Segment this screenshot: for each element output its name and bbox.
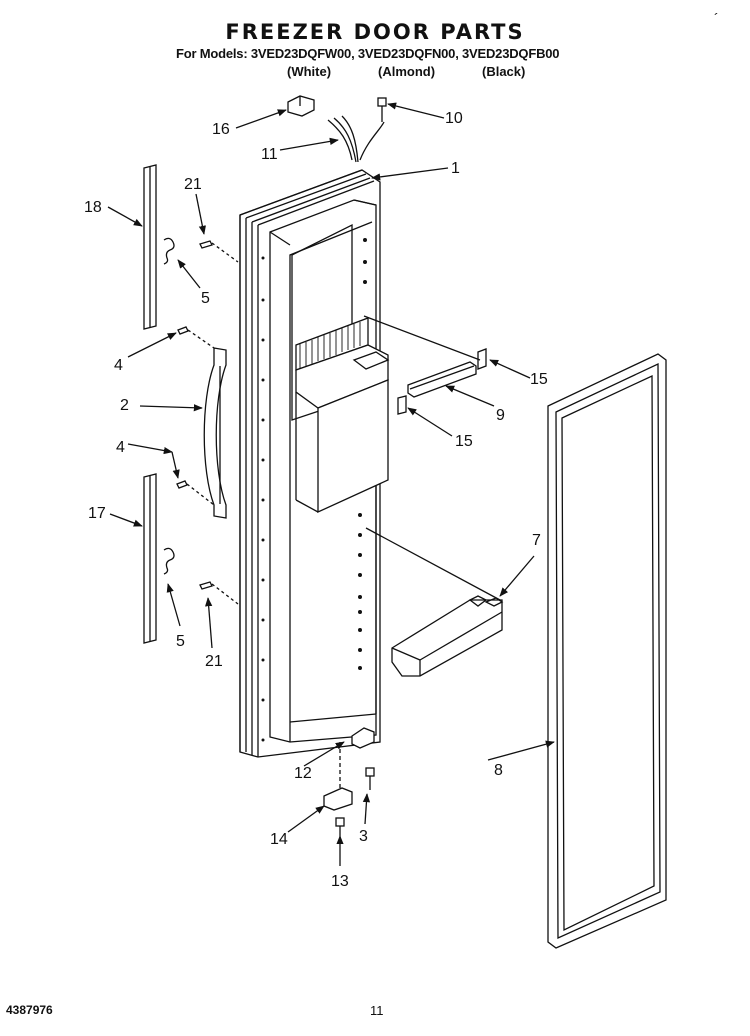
callout-14: 14: [270, 831, 288, 848]
door-bin-7: [391, 595, 504, 677]
callout-15-lower: 15: [455, 433, 473, 450]
callout-17: 17: [88, 505, 106, 522]
trim-clip-lower: [163, 547, 175, 575]
trim-clip-upper: [163, 237, 175, 265]
page-title: FREEZER DOOR PARTS: [225, 20, 525, 44]
hinge-pin-12: [339, 727, 375, 800]
hinge-bracket-14: [323, 787, 353, 811]
callout-21-upper: 21: [184, 176, 202, 193]
color-white: (White): [287, 64, 332, 79]
screw-3: [365, 767, 375, 790]
page-number: 11: [370, 1003, 384, 1018]
trim-strip-upper: [143, 164, 157, 330]
end-cap-15-lower: [397, 395, 407, 415]
callout-5-upper: 5: [201, 290, 210, 307]
leader-lines: [107, 102, 555, 866]
callout-4-upper: 4: [114, 357, 123, 374]
callout-8: 8: [494, 762, 503, 779]
screw-13: [335, 817, 345, 836]
callout-4-lower: 4: [116, 439, 125, 456]
connector-16: [287, 95, 315, 117]
callout-21-lower: 21: [205, 653, 223, 670]
dispenser-trim-9: [407, 361, 477, 398]
callout-18: 18: [84, 199, 102, 216]
callout-2: 2: [120, 397, 129, 414]
callout-13: 13: [331, 873, 349, 890]
callout-12: 12: [294, 765, 312, 782]
screw-21-upper: [199, 240, 239, 263]
color-almond: (Almond): [378, 64, 436, 79]
color-black: (Black): [482, 64, 526, 79]
callout-9: 9: [496, 407, 505, 424]
trim-strip-lower: [143, 473, 157, 644]
door-gasket-8: [547, 353, 667, 949]
callout-7: 7: [532, 532, 541, 549]
callout-10: 10: [445, 110, 463, 127]
dispenser-housing: [295, 317, 390, 514]
door-handle: [203, 347, 227, 519]
callout-5-lower: 5: [176, 633, 185, 650]
screw-10: [377, 97, 387, 122]
wire-harness: [327, 115, 385, 163]
screw-4-upper: [177, 326, 215, 349]
callout-3: 3: [359, 828, 368, 845]
screw-21-lower: [199, 581, 239, 605]
callout-11: 11: [261, 146, 278, 163]
callout-16: 16: [212, 121, 230, 138]
callout-15-upper: 15: [530, 371, 548, 388]
screw-4-lower: [176, 480, 215, 506]
end-cap-15-upper: [477, 348, 487, 370]
callout-1: 1: [451, 160, 460, 177]
corner-mark: ´: [714, 10, 719, 26]
callout-labels: 1 2 3 4 4 5 5 7 8 9 10 11 12 13 14 15 15…: [84, 110, 548, 890]
document-id: 4387976: [6, 1003, 53, 1017]
models-line: For Models: 3VED23DQFW00, 3VED23DQFN00, …: [176, 46, 560, 61]
